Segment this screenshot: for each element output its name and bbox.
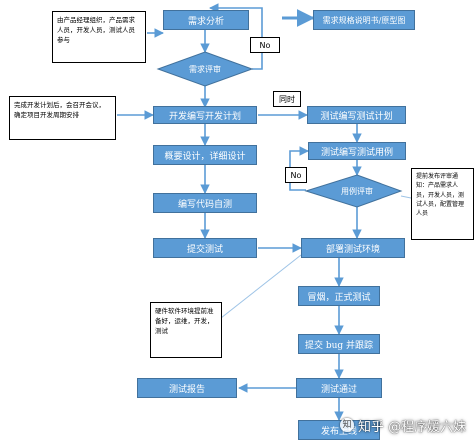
note-stakeholders: 由产品经理组织，产品需求人员，开发人员，测试人员参与	[52, 11, 146, 63]
node-smoke-test: 冒烟，正式测试	[298, 286, 380, 306]
node-release: 发布上线	[298, 420, 380, 440]
note-notify: 提前发布评审通知：产品需求人员，开发人员，测试人员，配置管理人员	[411, 168, 474, 240]
tag-no-requirement-review: No	[250, 37, 280, 53]
note-env-prep: 硬件软件环境提前准备好，运维，开发，测试	[150, 302, 222, 358]
node-submit-test: 提交测试	[153, 238, 257, 258]
node-coding: 编写代码自测	[153, 193, 257, 213]
node-deploy-env: 部署测试环境	[301, 238, 405, 258]
line-notify-to-casereview	[400, 195, 412, 199]
watermark-text: 知乎 @程序媛六妹	[358, 419, 467, 435]
node-test-plan: 测试编写测试计划	[307, 106, 406, 124]
case-review-diamond	[304, 174, 403, 208]
node-develop-plan: 开发编写开发计划	[153, 106, 257, 124]
node-submit-bug: 提交 bug 并跟踪	[298, 334, 380, 354]
label-requirement-review: 需求评审	[189, 64, 221, 74]
note-kickoff: 完成开发计划后，会召开会议，确定项目开发周期安排	[9, 96, 116, 140]
zhihu-logo-icon: 知	[340, 418, 354, 432]
node-outline-design: 概要设计，详细设计	[153, 145, 257, 165]
line-envprep-to-deploy	[220, 254, 302, 319]
zhihu-watermark: 知 知乎 @程序媛六妹	[340, 414, 466, 436]
node-test-pass: 测试通过	[296, 378, 382, 398]
requirement-review-diamond	[156, 51, 254, 87]
tag-no-case-review: No	[285, 167, 307, 183]
node-requirement-analysis: 需求分析	[163, 10, 249, 30]
node-test-cases: 测试编写测试用例	[308, 142, 406, 160]
node-test-report: 测试报告	[137, 378, 237, 398]
label-case-review: 用例评审	[341, 186, 373, 196]
node-requirement-spec: 需求规格说明书/原型图	[313, 10, 415, 30]
tag-simultaneous: 同时	[273, 91, 301, 107]
